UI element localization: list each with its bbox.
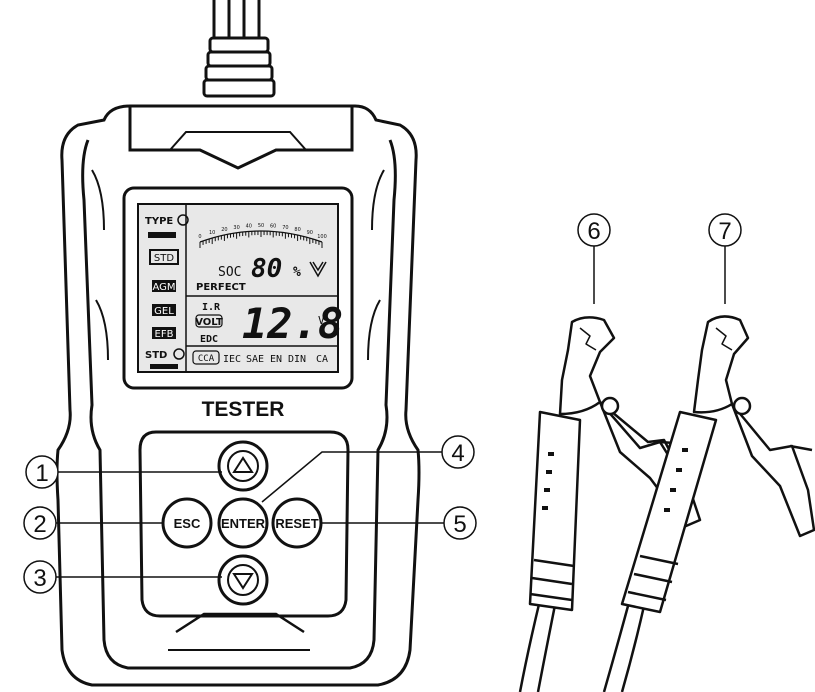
callout-1-label: 1 — [35, 460, 48, 487]
callout-5-label: 5 — [453, 511, 466, 538]
callout-6: 6 — [577, 213, 611, 247]
top-cable — [212, 0, 261, 40]
down-button[interactable] — [217, 554, 269, 606]
ir-label: I.R — [202, 302, 221, 313]
gauge-tick-label: 90 — [307, 230, 313, 236]
gauge-tick-label: 20 — [221, 227, 227, 233]
callout-4: 4 — [441, 435, 475, 469]
callout-7: 7 — [708, 213, 742, 247]
std-icon — [173, 348, 185, 360]
clamp-7 — [602, 315, 815, 692]
battery-type-efb: EFB — [155, 329, 174, 340]
soc-gauge-ticks — [199, 231, 323, 248]
callout-3-label: 3 — [33, 565, 46, 592]
standard-sae: SAE — [246, 354, 264, 365]
standard-iec: IEC — [223, 354, 241, 365]
gauge-tick-label: 60 — [270, 223, 276, 229]
gauge-tick-label: 40 — [246, 223, 252, 229]
soc-label: SOC — [218, 265, 241, 280]
device-body — [55, 104, 421, 687]
type-label: TYPE — [145, 216, 173, 227]
callout-3: 3 — [23, 560, 57, 594]
gauge-tick-label: 50 — [258, 223, 264, 229]
edc-label: EDC — [200, 334, 218, 345]
gauge-tick-label: 70 — [282, 225, 288, 231]
callout-6-label: 6 — [587, 218, 600, 245]
soc-unit: % — [293, 265, 301, 280]
callout-5: 5 — [443, 506, 477, 540]
std-label: STD — [145, 350, 167, 361]
gauge-tick-label: 100 — [317, 234, 327, 240]
gauge-tick-label: 0 — [198, 234, 201, 240]
gauge-tick-label: 30 — [233, 225, 239, 231]
callout-lines — [56, 451, 444, 578]
soc-gauge-labels: 0 10 20 30 40 50 60 70 80 90 100 — [198, 223, 326, 240]
device-title: TESTER — [202, 398, 285, 421]
esc-button[interactable]: ESC — [161, 497, 213, 549]
volt-box — [195, 314, 223, 328]
callout-2: 2 — [23, 506, 57, 540]
up-button[interactable] — [217, 440, 269, 492]
battery-type-gel: GEL — [154, 306, 174, 317]
chevron-up-icon — [232, 456, 254, 473]
standard-din: DIN — [288, 354, 306, 365]
reset-button-label: RESET — [275, 516, 318, 531]
chevron-down-icon — [232, 573, 254, 590]
enter-button-label: ENTER — [221, 516, 266, 531]
callout-2-label: 2 — [33, 511, 46, 538]
gauge-tick-label: 10 — [209, 230, 215, 236]
type-icon — [177, 214, 189, 226]
battery-type-std: STD — [154, 253, 174, 264]
volt-label: VOLT — [195, 317, 223, 328]
status-label: PERFECT — [196, 282, 246, 293]
callout-1: 1 — [25, 455, 59, 489]
standard-cca: CCA — [198, 354, 215, 364]
battery-type-agm: AGM — [152, 282, 175, 293]
enter-button[interactable]: ENTER — [217, 497, 269, 549]
cable-strain-relief — [202, 36, 276, 98]
lcd-screen: TYPE STD AGM GEL EFB STD 0 10 20 30 40 50 60 70… — [122, 186, 354, 390]
keypad-panel — [138, 430, 350, 618]
gauge-tick-label: 80 — [294, 227, 300, 233]
battery-mini-icon — [148, 232, 176, 238]
status-check-icon — [309, 261, 327, 278]
standard-en: EN — [270, 354, 282, 365]
voltage-unit: V — [318, 314, 325, 327]
cca-box — [192, 350, 220, 365]
voltage-value: 12.8 — [242, 299, 343, 348]
callout-4-label: 4 — [451, 440, 464, 467]
standard-ca: CA — [316, 354, 328, 365]
soc-value: 80 — [251, 254, 282, 284]
reset-button[interactable]: RESET — [271, 497, 323, 549]
battery-mini-icon-2 — [150, 364, 178, 369]
battery-type-list: STD AGM GEL EFB — [149, 249, 179, 340]
esc-button-label: ESC — [174, 516, 201, 531]
callout-7-label: 7 — [718, 218, 731, 245]
